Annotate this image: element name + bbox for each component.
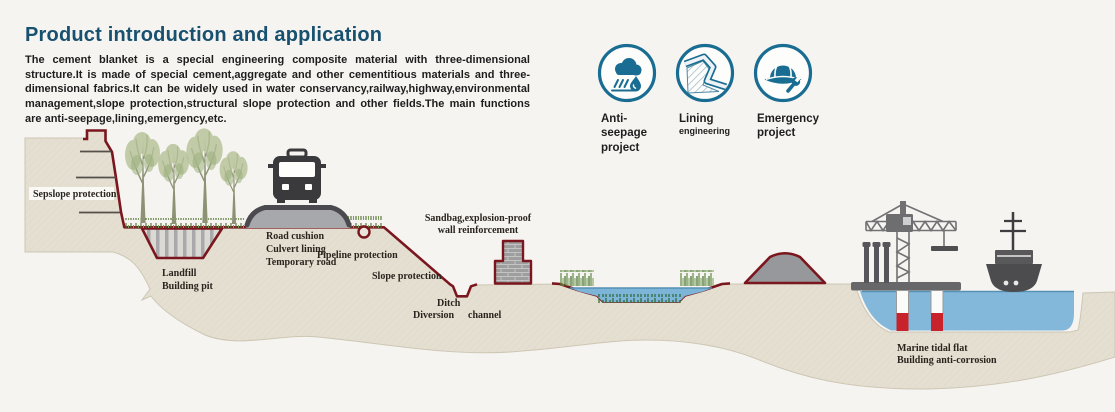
label-road-1: Road cushion: [266, 231, 325, 242]
grass-strip: [124, 218, 244, 228]
pipes-illustration: [862, 242, 891, 283]
grass-tuft: [346, 216, 382, 228]
road-mound: [246, 209, 350, 228]
application-label: engineering: [679, 126, 731, 137]
application-label: Anti-seepage: [601, 113, 648, 140]
label-landfill-2: Building pit: [162, 281, 214, 292]
application-anti-seepage: Anti-seepage project: [596, 42, 668, 155]
bus-icon: [268, 148, 326, 203]
rain-cloud-droplet-icon: [597, 43, 657, 103]
water-plants: [597, 294, 681, 303]
label-pipeline: Pipeline protection: [317, 250, 398, 261]
road-surface: [244, 205, 352, 228]
crane-icon: [865, 201, 958, 282]
label-step-slope: Sepslope protection: [33, 189, 117, 200]
label-marine-1: Marine tidal flat: [897, 343, 968, 354]
label-ditch-2b: channel: [468, 310, 502, 321]
slope-lining-icon: [675, 43, 735, 103]
label-plate: [29, 187, 114, 200]
bank-grass-left: [560, 270, 594, 286]
step-treads: [76, 150, 120, 214]
label-road-3: Temporary road: [266, 257, 337, 268]
label-ditch-2a: Diversion: [413, 310, 455, 321]
bank-grass-right: [680, 270, 714, 286]
piers-illustration: [896, 290, 944, 331]
label-landfill-1: Landfill: [162, 268, 197, 279]
application-lining: Lining engineering: [674, 42, 746, 138]
sea-water: [860, 291, 1074, 331]
application-emergency: Emergency project: [752, 42, 824, 141]
label-slope: Slope protection: [372, 271, 442, 282]
label-marine-2: Building anti-corrosion: [897, 355, 997, 366]
step-slope-lining: [83, 129, 126, 229]
label-sandbag-1: Sandbag,explosion-proof: [425, 213, 532, 224]
helmet-wrench-icon: [753, 43, 813, 103]
application-label: Emergency: [757, 113, 820, 125]
pipeline-section: [357, 225, 371, 239]
trees-illustration: [124, 127, 249, 225]
slope-ditch-lining: [124, 226, 478, 298]
sandbag-wall: [493, 239, 533, 285]
page-title: Product introduction and application: [25, 24, 383, 46]
application-label: project: [757, 127, 796, 140]
intro-paragraph: The cement blanket is a special engineer…: [25, 54, 530, 125]
ship-icon: [986, 212, 1042, 292]
label-ditch-1: Ditch: [437, 298, 461, 309]
terrain-texture: [25, 130, 1115, 390]
application-label: project: [601, 141, 640, 154]
dock-platform: [851, 282, 961, 291]
label-sandbag-2: wall reinforcement: [438, 225, 519, 236]
embankment-mound: [743, 251, 827, 285]
landfill-pit: [140, 227, 224, 260]
application-label: Lining: [679, 113, 714, 125]
label-road-2: Culvert lining: [266, 244, 326, 255]
